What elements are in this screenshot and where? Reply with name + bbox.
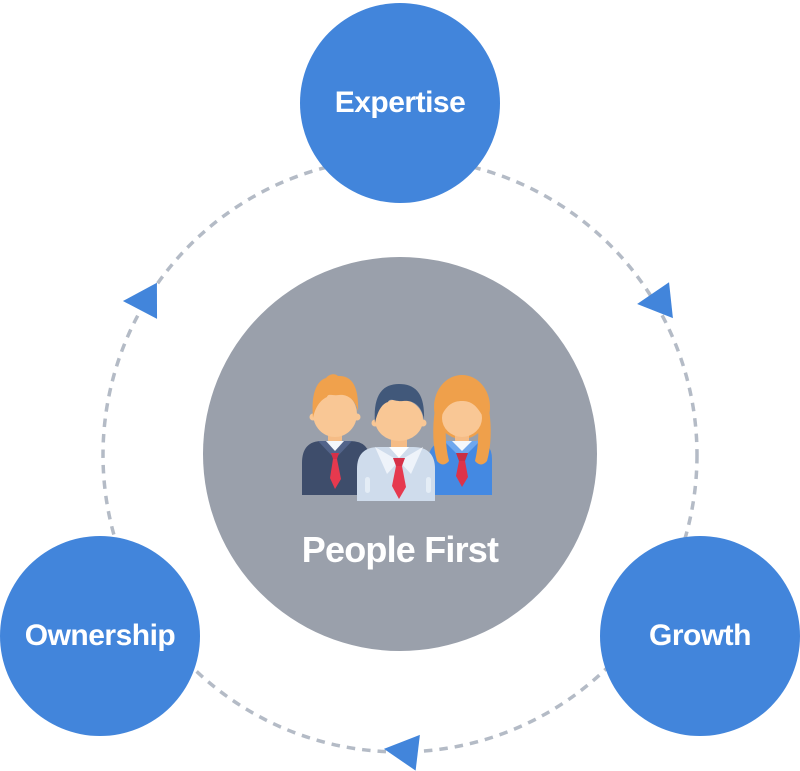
center-label: People First xyxy=(301,529,499,570)
node-ownership-label: Ownership xyxy=(24,619,176,652)
node-expertise: Expertise xyxy=(300,3,500,203)
cycle-arrow-bottom-icon xyxy=(383,734,420,771)
person-center-face xyxy=(375,399,423,441)
person-center xyxy=(357,384,435,501)
node-expertise-label: Expertise xyxy=(334,86,466,119)
node-ownership: Ownership xyxy=(0,536,200,736)
person-right-face xyxy=(442,399,482,437)
node-growth-label: Growth xyxy=(649,619,752,652)
person-center-tie xyxy=(393,458,405,466)
cycle-arrow-right-icon xyxy=(637,282,673,319)
person-right-tie xyxy=(456,453,468,461)
person-left-face xyxy=(313,391,357,437)
person-right xyxy=(428,375,492,495)
team-people-icon xyxy=(302,374,492,501)
center-circle: People First xyxy=(203,257,597,651)
node-growth: Growth xyxy=(600,536,800,736)
cycle-arrow-left-icon xyxy=(122,282,158,319)
person-center-hair xyxy=(374,384,425,423)
person-left-hair xyxy=(312,374,359,418)
person-left-tie xyxy=(331,453,339,459)
person-left xyxy=(302,374,370,495)
